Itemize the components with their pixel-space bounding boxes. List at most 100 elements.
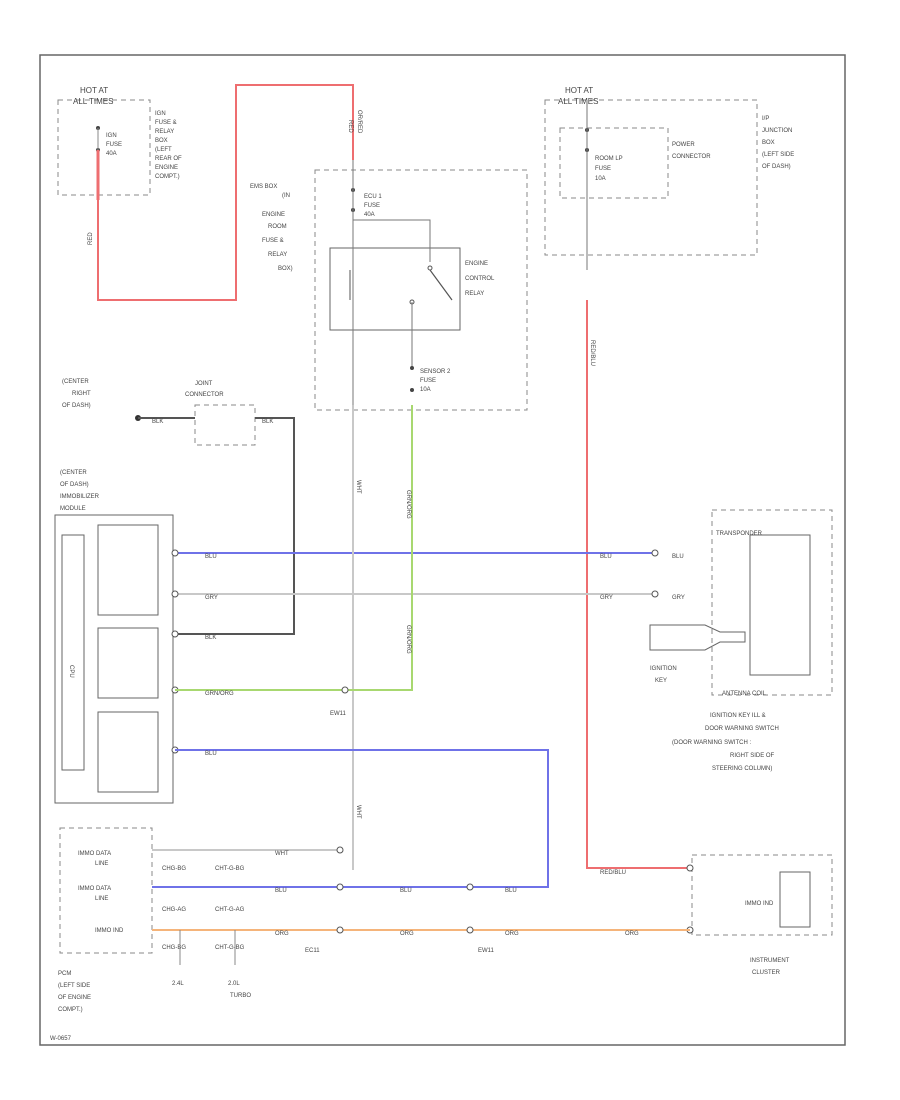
svg-text:MODULE: MODULE <box>60 506 86 512</box>
svg-text:CONNECTOR: CONNECTOR <box>185 392 224 398</box>
svg-text:ORG: ORG <box>400 931 414 937</box>
svg-text:(DOOR WARNING SWITCH :: (DOOR WARNING SWITCH : <box>672 740 751 746</box>
svg-text:IMMO IND: IMMO IND <box>95 928 124 934</box>
svg-text:OF DASH): OF DASH) <box>60 482 89 488</box>
svg-text:BLU: BLU <box>672 554 684 560</box>
svg-text:(IN: (IN <box>282 193 290 199</box>
svg-text:I/P: I/P <box>762 116 769 122</box>
svg-text:JUNCTION: JUNCTION <box>762 128 792 134</box>
svg-text:BLU: BLU <box>600 554 612 560</box>
svg-text:TURBO: TURBO <box>230 993 251 999</box>
svg-text:OF DASH): OF DASH) <box>762 164 791 170</box>
svg-text:ALL TIMES: ALL TIMES <box>558 97 598 106</box>
svg-text:GRY: GRY <box>672 595 685 601</box>
svg-text:PCM: PCM <box>58 971 71 977</box>
svg-text:HOT AT: HOT AT <box>80 86 108 95</box>
svg-text:(LEFT: (LEFT <box>155 147 172 153</box>
svg-text:ALL TIMES: ALL TIMES <box>73 97 113 106</box>
svg-text:RED: RED <box>347 120 353 133</box>
svg-text:RELAY: RELAY <box>465 291 484 297</box>
svg-text:BLU: BLU <box>505 888 517 894</box>
svg-text:ENGINE: ENGINE <box>262 212 285 218</box>
joint-connector: (CENTER RIGHT OF DASH) JOINT CONNECTOR B… <box>62 379 295 635</box>
svg-text:(CENTER: (CENTER <box>62 379 89 385</box>
svg-text:WHT: WHT <box>275 851 289 857</box>
svg-text:CONNECTOR: CONNECTOR <box>672 154 711 160</box>
ignition-key-icon <box>649 624 746 651</box>
svg-text:(LEFT SIDE: (LEFT SIDE <box>58 983 90 989</box>
svg-text:40A: 40A <box>364 212 375 218</box>
variant-2-4l: 2.4L <box>172 981 184 987</box>
svg-text:OF ENGINE: OF ENGINE <box>58 995 91 1001</box>
svg-text:CHG-BG: CHG-BG <box>162 945 186 951</box>
svg-text:GRY: GRY <box>600 595 613 601</box>
svg-text:REAR OF: REAR OF <box>155 156 182 162</box>
svg-text:BLU: BLU <box>205 554 217 560</box>
red-wire-ign <box>97 84 354 301</box>
svg-text:IGNITION KEY ILL &: IGNITION KEY ILL & <box>710 713 766 719</box>
transponder-key-switch: TRANSPONDER BLU GRY IGNITION KEY ANTENNA… <box>649 509 833 772</box>
svg-text:IMMOBILIZER: IMMOBILIZER <box>60 494 100 500</box>
svg-text:GRN/ORG: GRN/ORG <box>405 625 411 654</box>
svg-text:CHG-AG: CHG-AG <box>162 907 186 913</box>
blu-wire-lower <box>175 749 549 888</box>
wire-label-red: RED <box>88 232 94 245</box>
svg-text:GRN/ORG: GRN/ORG <box>405 490 411 519</box>
svg-text:BLK: BLK <box>205 635 216 641</box>
svg-text:(CENTER: (CENTER <box>60 470 87 476</box>
instrument-cluster: IMMO IND INSTRUMENT CLUSTER <box>686 854 833 976</box>
svg-text:HOT AT: HOT AT <box>565 86 593 95</box>
svg-text:GRN/ORG: GRN/ORG <box>205 691 234 697</box>
diagram-border <box>39 54 846 1046</box>
svg-text:10A: 10A <box>420 387 431 393</box>
cpu-label: CPU <box>68 665 74 678</box>
svg-text:RIGHT: RIGHT <box>72 391 91 397</box>
svg-text:COMPT.): COMPT.) <box>58 1007 83 1013</box>
pcm: IMMO DATA LINE IMMO DATA LINE IMMO IND C… <box>58 827 251 1013</box>
svg-text:OF DASH): OF DASH) <box>62 403 91 409</box>
svg-text:RED/BLU: RED/BLU <box>589 340 595 366</box>
svg-text:FUSE &: FUSE & <box>155 120 177 126</box>
svg-text:FUSE: FUSE <box>106 142 122 148</box>
svg-text:RED/BLU: RED/BLU <box>600 870 626 876</box>
svg-text:LINE: LINE <box>95 896 108 902</box>
svg-text:BLU: BLU <box>400 888 412 894</box>
svg-text:DOOR WARNING SWITCH: DOOR WARNING SWITCH <box>705 726 779 732</box>
svg-text:FUSE &: FUSE & <box>262 238 284 244</box>
svg-text:ENGINE: ENGINE <box>155 165 178 171</box>
svg-text:BOX: BOX <box>155 138 168 144</box>
ec11-label: EC11 <box>305 948 320 954</box>
svg-text:LINE: LINE <box>95 861 108 867</box>
grn-org-wire <box>175 405 413 691</box>
svg-text:RELAY: RELAY <box>155 129 174 135</box>
ign-fuse-relay-box: HOT AT ALL TIMES IGN FUSE 40A IGN FUSE &… <box>57 86 182 196</box>
svg-text:IMMO IND: IMMO IND <box>745 901 774 907</box>
svg-text:RIGHT SIDE OF: RIGHT SIDE OF <box>730 753 775 759</box>
svg-text:CHT-G-AG: CHT-G-AG <box>215 907 245 913</box>
svg-text:CHT-G-BG: CHT-G-BG <box>215 945 245 951</box>
svg-text:FUSE: FUSE <box>595 166 611 172</box>
ew11-label-c: EW11 <box>478 948 495 954</box>
svg-text:TRANSPONDER: TRANSPONDER <box>716 531 763 537</box>
svg-text:IMMO DATA: IMMO DATA <box>78 886 111 892</box>
svg-text:IGN: IGN <box>155 111 166 117</box>
svg-text:ROOM LP: ROOM LP <box>595 156 623 162</box>
variant-2-0l: 2.0L <box>228 981 240 987</box>
svg-text:IGN: IGN <box>106 133 117 139</box>
svg-text:WHT: WHT <box>355 805 361 819</box>
svg-text:WHT: WHT <box>355 480 361 494</box>
svg-text:BOX): BOX) <box>278 266 293 272</box>
footer-code: W-0657 <box>50 1036 72 1042</box>
svg-text:BLK: BLK <box>152 419 163 425</box>
svg-text:SENSOR 2: SENSOR 2 <box>420 369 451 375</box>
svg-text:40A: 40A <box>106 151 117 157</box>
engine-control-relay <box>329 247 461 331</box>
svg-text:STEERING COLUMN): STEERING COLUMN) <box>712 766 772 772</box>
svg-text:COMPT.): COMPT.) <box>155 174 180 180</box>
svg-text:BLU: BLU <box>275 888 287 894</box>
svg-text:ANTENNA COIL: ANTENNA COIL <box>722 691 767 697</box>
svg-text:EMS BOX: EMS BOX <box>250 184 277 190</box>
svg-text:ORG: ORG <box>625 931 639 937</box>
svg-text:BOX: BOX <box>762 140 775 146</box>
svg-text:IGNITION: IGNITION <box>650 666 677 672</box>
